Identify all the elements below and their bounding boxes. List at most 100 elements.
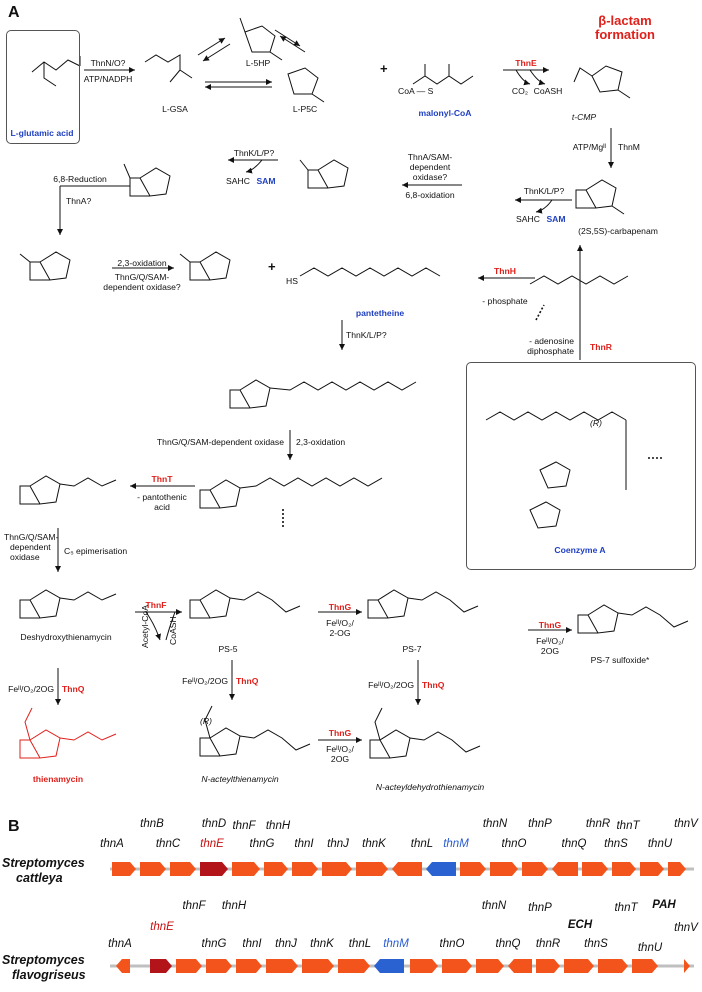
rxn-fe-q2: Feᴵᴵ/O₂/2OG <box>182 676 228 686</box>
rxn-thnklp-1: ThnK/L/P? <box>523 186 565 196</box>
rxn-fe-1b: 2-OG <box>329 628 351 638</box>
stereo-r-2: (R) <box>590 418 602 428</box>
gene-label-pah: PAH <box>652 899 676 911</box>
label-lgsa: L-GSA <box>162 104 188 114</box>
gene-label: thnV <box>674 818 698 830</box>
label-thienamycin: thienamycin <box>32 774 84 784</box>
label-ps5: PS-5 <box>218 644 238 654</box>
rxn-fe-2a: Feᴵᴵ/O₂/ <box>536 636 564 646</box>
gene-label: thnH <box>265 820 291 832</box>
rxn-thnklp-3: ThnK/L/P? <box>346 330 387 340</box>
label-l5hp: L-5HP <box>245 58 271 68</box>
label-ps7-sulfoxide: PS-7 sulfoxide* <box>590 655 650 665</box>
gene-label-ech: ECH <box>567 919 593 931</box>
rxn-coash: CoASH <box>533 86 563 96</box>
gene-label: thnQ <box>495 938 521 950</box>
gene-label: thnR <box>585 818 611 830</box>
rxn-coash-2: CoASH <box>168 616 178 645</box>
rxn-ox23-b: 2,3-oxidation <box>296 437 346 447</box>
gene-label: thnI <box>242 938 262 950</box>
rxn-thnh: ThnH <box>494 266 516 276</box>
gene-label: thnL <box>410 838 434 850</box>
rxn-thngq3-2: dependent <box>10 542 51 552</box>
rxn-pant-1: - pantothenic <box>137 492 187 502</box>
rxn-thna-ox-2: dependent <box>409 162 451 172</box>
rxn-thngq-2: dependent oxidase? <box>103 282 181 292</box>
rxn-sahc-1: SAHC <box>516 214 540 224</box>
gene-label: thnS <box>604 838 628 850</box>
glutamic-acid-box <box>6 30 80 144</box>
gene-label: thnT <box>614 902 638 914</box>
label-lp5c: L-P5C <box>292 104 318 114</box>
rxn-thnno: ThnN/O? <box>90 58 126 68</box>
label-n-acetyldehydrothienamycin: N-acteyldehydrothienamycin <box>375 782 485 792</box>
chemical-structures <box>19 17 689 759</box>
rxn-thng-2: ThnG <box>538 620 562 630</box>
gene-label-thne: thnE <box>200 838 224 850</box>
rxn-thne: ThnE <box>515 58 537 68</box>
gene-label: thnI <box>294 838 314 850</box>
gene-label: thnD <box>201 818 227 830</box>
gene-label: thnJ <box>327 838 349 850</box>
rxn-acetyl-coa: Acetyl-CoA <box>140 605 150 648</box>
gene-label: thnA <box>108 938 132 950</box>
beta-lactam-title-1: β-lactam <box>598 13 652 28</box>
rxn-fe-q1: Feᴵᴵ/O₂/2OG <box>8 684 54 694</box>
rxn-thnm: ThnM <box>618 142 640 152</box>
gene-label: thnS <box>584 938 608 950</box>
gene-label-thnm: thnM <box>443 838 469 850</box>
plus-1: + <box>380 61 388 76</box>
rxn-thngq3-1: ThnG/Q/SAM- <box>4 532 59 542</box>
gene-label: thnA <box>100 838 124 850</box>
label-coenzyme-a: Coenzyme A <box>554 545 606 555</box>
gene-label: thnG <box>249 838 275 850</box>
beta-lactam-title-2: formation <box>595 27 655 42</box>
species-cattleya-1: Streptomyces <box>2 856 85 870</box>
rxn-thna-ox-1: ThnA/SAM- <box>407 152 453 162</box>
coenzyme-a-box <box>466 362 696 570</box>
coa-s: CoA — S <box>398 86 434 96</box>
gene-label: thnF <box>182 900 206 912</box>
rxn-c5: C₅ epimerisation <box>64 546 128 556</box>
rxn-thnf: ThnF <box>145 600 167 610</box>
gene-label: thnB <box>140 818 164 830</box>
gene-label: thnO <box>501 838 527 850</box>
gene-label: thnH <box>221 900 247 912</box>
rxn-thnr: ThnR <box>590 342 612 352</box>
rxn-thng-1: ThnG <box>328 602 352 612</box>
rxn-sam-2: SAM <box>256 176 276 186</box>
gene-label: thnQ <box>561 838 587 850</box>
gene-cluster-flavogriseus <box>110 959 694 973</box>
rxn-atp-mg: ATP/Mgᴵᴵ <box>572 142 606 152</box>
gene-cluster-cattleya <box>110 862 694 876</box>
rxn-phosphate: - phosphate <box>482 296 528 306</box>
arrow-gsa-5hp <box>197 37 226 56</box>
label-glutamic-acid: L-glutamic acid <box>10 128 74 138</box>
panel-a-label: A <box>8 4 20 21</box>
rxn-sahc-2: SAHC <box>226 176 250 186</box>
gene-label: thnN <box>481 900 507 912</box>
rxn-thnq-1: ThnQ <box>62 684 85 694</box>
species-cattleya-2: cattleya <box>16 871 63 885</box>
rxn-thngq3-3: oxidase <box>10 552 40 562</box>
reaction-arrows <box>55 29 614 743</box>
gene-label: thnK <box>310 938 334 950</box>
rxn-ox68: 6,8-oxidation <box>405 190 455 200</box>
label-n-acetylthienamycin: N-acteylthienamycin <box>201 774 279 784</box>
plus-2: + <box>268 259 276 274</box>
rxn-fe-2b: 2OG <box>540 646 560 656</box>
gene-label-thne: thnE <box>150 921 174 933</box>
species-flavogriseus-1: Streptomyces <box>2 953 85 967</box>
gene-label: thnT <box>616 820 640 832</box>
rxn-fe-1a: Feᴵᴵ/O₂/ <box>326 618 354 628</box>
gene-label: thnC <box>155 838 181 850</box>
label-ps7: PS-7 <box>402 644 422 654</box>
rxn-thna: ThnA? <box>66 196 92 206</box>
rxn-thna-ox-3: oxidase? <box>412 172 448 182</box>
gene-label: thnP <box>528 818 552 830</box>
rxn-thngq-1: ThnG/Q/SAM- <box>114 272 170 282</box>
label-tcmp: t-CMP <box>571 112 597 122</box>
label-carbapenam: (2S,5S)-carbapenam <box>578 226 658 236</box>
label-deshydroxythienamycin: Deshydroxythienamycin <box>20 632 112 642</box>
rxn-fe-3a: Feᴵᴵ/O₂/ <box>326 744 354 754</box>
